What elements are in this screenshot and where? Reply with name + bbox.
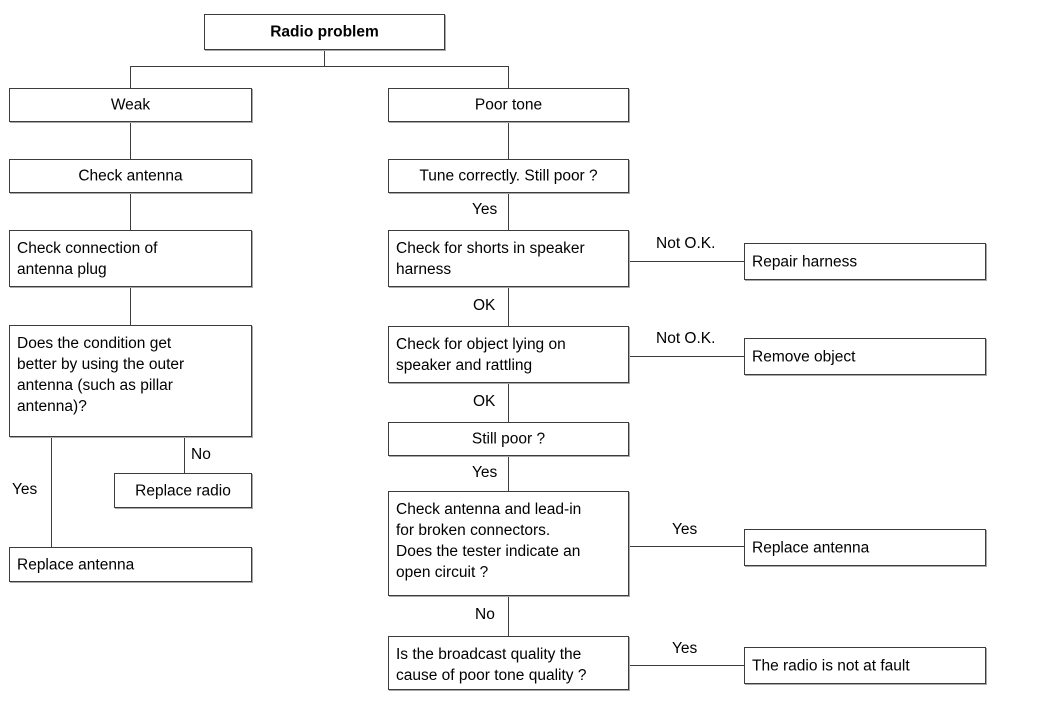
connector-object-not-ok: [629, 356, 745, 357]
node-poor-tone[interactable]: Poor tone: [388, 88, 629, 122]
connector-condition-yes: [51, 437, 52, 547]
node-check-leadin-label: Check antenna and lead-in for broken con…: [396, 501, 582, 581]
node-is-broadcast[interactable]: Is the broadcast quality the cause of po…: [388, 636, 629, 690]
node-check-leadin[interactable]: Check antenna and lead-in for broken con…: [388, 491, 629, 596]
node-radio-not-at-fault[interactable]: The radio is not at fault: [744, 647, 986, 684]
node-repair-harness[interactable]: Repair harness: [744, 243, 986, 280]
node-tune-correctly[interactable]: Tune correctly. Still poor ?: [388, 159, 629, 193]
node-repair-harness-label: Repair harness: [752, 253, 858, 270]
node-does-condition-label: Does the condition get better by using t…: [17, 335, 185, 415]
connector-shorts-ok: [508, 287, 509, 326]
node-remove-object-label: Remove object: [752, 348, 856, 365]
node-tune-correctly-label: Tune correctly. Still poor ?: [419, 167, 598, 185]
edge-label-condition-no: No: [191, 446, 211, 463]
connector-object-ok: [508, 383, 509, 422]
edge-label-object-ok: OK: [473, 393, 496, 410]
connector-to-weak: [130, 66, 131, 89]
node-replace-antenna-right[interactable]: Replace antenna: [744, 529, 986, 566]
connector-weak-to-check-antenna: [130, 122, 131, 159]
node-does-condition[interactable]: Does the condition get better by using t…: [9, 325, 252, 437]
connector-leadin-yes: [629, 546, 745, 547]
connector-broadcast-yes: [629, 665, 745, 666]
edge-label-broadcast-yes: Yes: [672, 640, 698, 657]
edge-label-shorts-ok: OK: [473, 297, 496, 314]
node-replace-radio[interactable]: Replace radio: [114, 473, 252, 508]
connector-check-antenna-to-connection: [130, 193, 131, 230]
connector-root-split: [130, 66, 509, 67]
node-check-object[interactable]: Check for object lying on speaker and ra…: [388, 326, 629, 383]
node-replace-antenna-right-label: Replace antenna: [752, 539, 870, 556]
edge-label-leadin-yes: Yes: [672, 521, 698, 538]
edge-label-object-not-ok: Not O.K.: [656, 330, 716, 347]
connector-to-poor-tone: [508, 66, 509, 89]
edge-label-shorts-not-ok: Not O.K.: [656, 235, 716, 252]
edge-label-condition-yes: Yes: [12, 481, 38, 498]
node-remove-object[interactable]: Remove object: [744, 338, 986, 375]
node-still-poor-label: Still poor ?: [471, 430, 546, 448]
node-radio-not-at-fault-label: The radio is not at fault: [752, 657, 910, 674]
node-check-shorts[interactable]: Check for shorts in speaker harness: [388, 230, 629, 287]
connector-root-down: [324, 50, 325, 67]
node-radio-problem[interactable]: Radio problem: [204, 14, 445, 50]
node-still-poor[interactable]: Still poor ?: [388, 422, 629, 456]
node-is-broadcast-label: Is the broadcast quality the cause of po…: [396, 646, 587, 684]
node-replace-antenna-left-label: Replace antenna: [17, 556, 135, 573]
node-check-antenna[interactable]: Check antenna: [9, 159, 252, 193]
node-check-object-label: Check for object lying on speaker and ra…: [396, 336, 566, 374]
connector-shorts-not-ok: [629, 261, 745, 262]
edge-label-leadin-no: No: [475, 606, 495, 623]
connector-tune-to-shorts: [508, 193, 509, 230]
node-check-connection-label: Check connection of antenna plug: [17, 240, 158, 278]
edge-label-still-poor-yes: Yes: [472, 464, 498, 481]
node-replace-radio-label: Replace radio: [135, 482, 231, 499]
connector-condition-no: [184, 437, 185, 473]
node-replace-antenna-left[interactable]: Replace antenna: [9, 547, 252, 582]
node-check-shorts-label: Check for shorts in speaker harness: [396, 240, 585, 278]
connector-still-poor-yes: [508, 456, 509, 491]
connector-leadin-no: [508, 596, 509, 636]
connector-poor-tone-to-tune: [508, 122, 509, 159]
node-poor-tone-label: Poor tone: [474, 96, 543, 114]
node-radio-problem-label: Radio problem: [270, 23, 379, 41]
node-check-connection[interactable]: Check connection of antenna plug: [9, 230, 252, 287]
connector-connection-to-condition: [130, 287, 131, 325]
node-weak-label: Weak: [110, 96, 151, 114]
node-weak[interactable]: Weak: [9, 88, 252, 122]
node-check-antenna-label: Check antenna: [78, 167, 183, 185]
edge-label-tune-yes: Yes: [472, 201, 498, 218]
